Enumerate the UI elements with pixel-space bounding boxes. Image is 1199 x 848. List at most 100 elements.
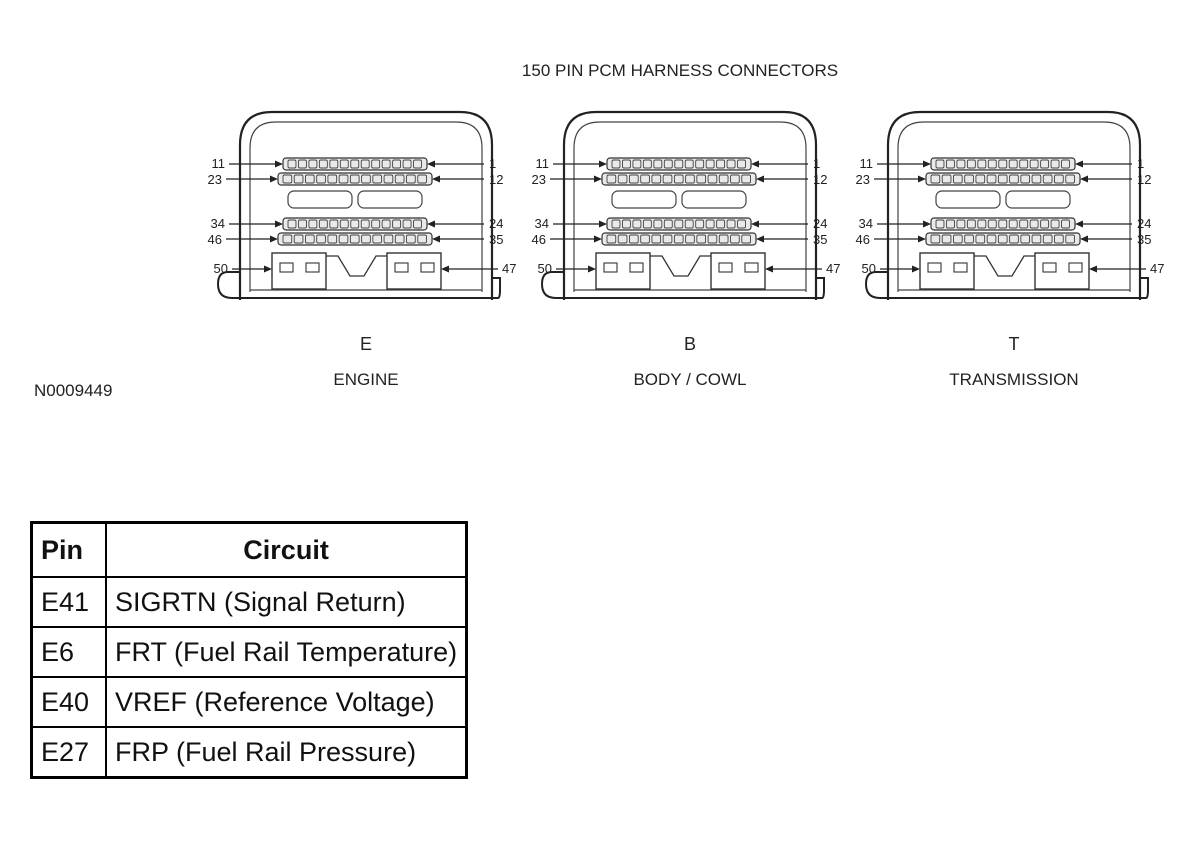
pin-label-47: 47 <box>502 261 516 276</box>
connector-name: ENGINE <box>333 370 398 389</box>
pin-cavity <box>737 159 746 169</box>
pin-cavity <box>935 219 945 229</box>
pin-cavity <box>953 174 963 184</box>
pin-cavity <box>338 234 349 244</box>
pin-cavity <box>1009 174 1019 184</box>
pin-label-23: 23 <box>856 172 870 187</box>
pin-label-23: 23 <box>208 172 222 187</box>
table-header-row: Pin Circuit <box>30 521 468 578</box>
pin-cavity <box>611 159 621 169</box>
pin-cavity <box>716 219 726 229</box>
connector-name: BODY / COWL <box>633 370 746 389</box>
pin-cavity <box>737 219 746 229</box>
pin-cavity <box>622 159 631 169</box>
pin-cavity <box>308 219 318 229</box>
arrow-pin-34-head <box>923 220 931 228</box>
pin-cavity <box>1061 219 1070 229</box>
pin-cavity <box>1050 219 1060 229</box>
pin-cell: E40 <box>30 676 107 728</box>
power-pin <box>420 262 435 273</box>
pin-cavity <box>417 174 427 184</box>
pin-cavity <box>316 234 326 244</box>
power-pin <box>718 262 733 273</box>
arrow-pin-50-head <box>588 265 596 273</box>
pin-cavity <box>663 219 673 229</box>
diagram-title: 150 PIN PCM HARNESS CONNECTORS <box>522 61 838 80</box>
arrow-pin-11-head <box>275 160 283 168</box>
pin-label-46: 46 <box>208 232 222 247</box>
power-terminal-block-left <box>919 252 975 290</box>
arrow-pin-46-head <box>270 235 278 243</box>
pin-cavity <box>381 159 391 169</box>
pin-cavity <box>406 174 416 184</box>
arrow-pin-34-head <box>275 220 283 228</box>
pin-cavity <box>305 234 315 244</box>
pin-cavity <box>977 159 987 169</box>
connector-housing <box>238 110 494 300</box>
pin-cavity <box>941 234 952 244</box>
pin-cavity <box>707 174 718 184</box>
power-pin <box>953 262 968 273</box>
pin-cavity <box>941 174 952 184</box>
pin-cavity <box>718 174 729 184</box>
pin-cavity <box>298 159 307 169</box>
pin-cavity <box>684 219 694 229</box>
pin-cavity <box>327 234 338 244</box>
pin-cavity <box>1029 219 1039 229</box>
arrow-pin-46-head <box>918 235 926 243</box>
pin-cavity <box>1019 159 1029 169</box>
pin-label-47: 47 <box>1150 261 1164 276</box>
pin-label-34: 34 <box>859 216 873 231</box>
pin-cavity <box>402 159 412 169</box>
pin-cavity <box>674 219 684 229</box>
pin-cavity <box>1031 174 1042 184</box>
pin-cavity <box>642 159 652 169</box>
arrow-pin-1-head <box>751 160 759 168</box>
pin-cavity <box>1019 219 1029 229</box>
pin-label-35: 35 <box>489 232 503 247</box>
arrow-pin-34-head <box>599 220 607 228</box>
pin-cavity <box>629 174 639 184</box>
connector-inner-wall <box>249 121 483 292</box>
power-pin <box>1042 262 1057 273</box>
arrow-pin-35-head <box>1080 235 1088 243</box>
pin-cavity <box>417 234 427 244</box>
pin-cavity <box>716 159 726 169</box>
pin-cavity <box>705 219 715 229</box>
pin-cavity <box>298 219 307 229</box>
pin-cavity <box>372 174 383 184</box>
pin-cavity <box>975 234 986 244</box>
pin-cavity <box>730 234 740 244</box>
pin-label-35: 35 <box>1137 232 1151 247</box>
pin-cavity <box>402 219 412 229</box>
pin-cavity <box>611 219 621 229</box>
pin-cavity <box>718 234 729 244</box>
arrow-pin-23-head <box>918 175 926 183</box>
power-pin <box>603 262 618 273</box>
pin-cavity <box>987 159 997 169</box>
pin-cavity <box>617 174 628 184</box>
pin-cavity <box>372 234 383 244</box>
pin-label-50: 50 <box>862 261 876 276</box>
pin-cavity <box>394 174 405 184</box>
pin-cavity <box>651 174 662 184</box>
pin-cavity <box>966 159 976 169</box>
table-row: E27 FRP (Fuel Rail Pressure) <box>30 726 468 779</box>
pin-cavity <box>617 234 628 244</box>
center-key <box>650 255 711 277</box>
pin-label-35: 35 <box>813 232 827 247</box>
pin-cavity <box>327 174 338 184</box>
pin-label-11: 11 <box>860 156 874 171</box>
pin-label-24: 24 <box>1137 216 1151 231</box>
pin-cavity <box>986 234 997 244</box>
connector-housing <box>562 110 818 300</box>
pin-cavity <box>975 174 986 184</box>
arrow-pin-12-head <box>1080 175 1088 183</box>
center-key <box>974 255 1035 277</box>
pin-cavity <box>349 234 360 244</box>
power-pin <box>305 262 320 273</box>
pin-cavity <box>287 219 297 229</box>
pin-cavity <box>964 174 974 184</box>
